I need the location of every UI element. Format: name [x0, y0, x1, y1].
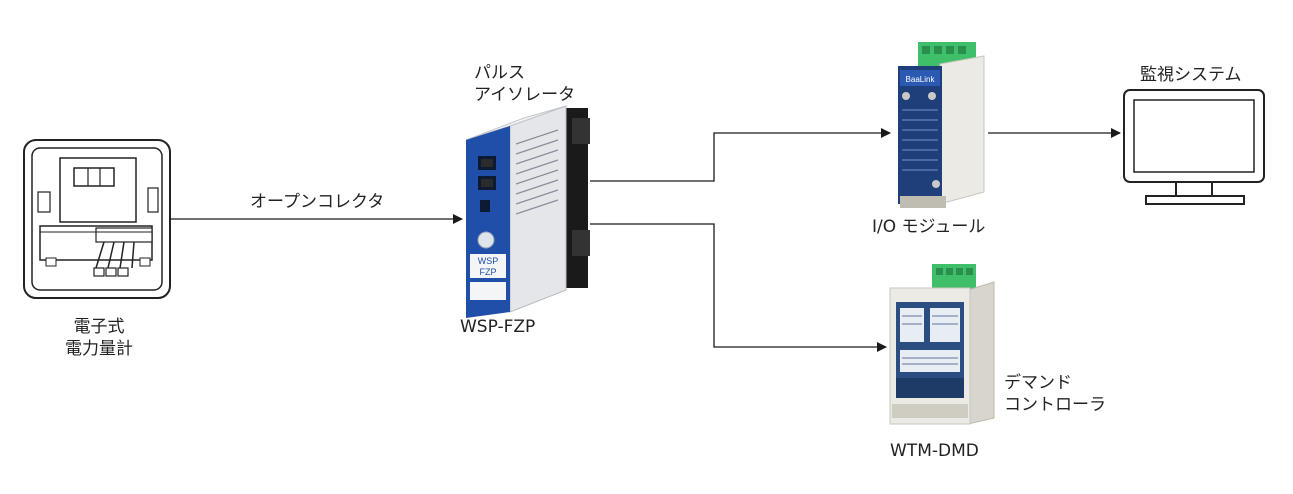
isolator-model-label: WSP-FZP [460, 317, 536, 337]
electric-meter [23, 139, 171, 299]
demand-model-label: WTM-DMD [890, 441, 979, 461]
monitor-label: 監視システム [1140, 65, 1242, 85]
edge-isolator-to-demand [590, 223, 887, 352]
meter-label-line2: 電力量計 [65, 339, 133, 359]
demand-label: デマンド コントローラ [1004, 372, 1106, 416]
io-module-device: BaaLink [898, 42, 985, 208]
isolator-panel-text-1: WSP [478, 256, 499, 266]
edge-isolator-to-io [590, 128, 891, 182]
isolator-label-line2: アイソレータ [474, 85, 576, 105]
edge-label-open-collector: オープンコレクタ [250, 192, 385, 212]
demand-controller-device [889, 264, 995, 425]
connection-lines [170, 128, 1121, 352]
isolator-panel-text-2: FZP [480, 267, 497, 277]
meter-label: 電子式 電力量計 [54, 316, 144, 360]
isolator-label-line1: パルス [474, 63, 525, 83]
io-brand-text: BaaLink [906, 75, 936, 84]
demand-label-line1: デマンド [1004, 373, 1072, 393]
io-module-label: I/O モジュール [872, 217, 986, 237]
monitor-device [1123, 89, 1265, 205]
pulse-isolator-device: WSP FZP [465, 105, 590, 318]
meter-label-line1: 電子式 [73, 317, 125, 337]
demand-label-line2: コントローラ [1004, 395, 1106, 415]
isolator-label: パルス アイソレータ [474, 62, 575, 106]
